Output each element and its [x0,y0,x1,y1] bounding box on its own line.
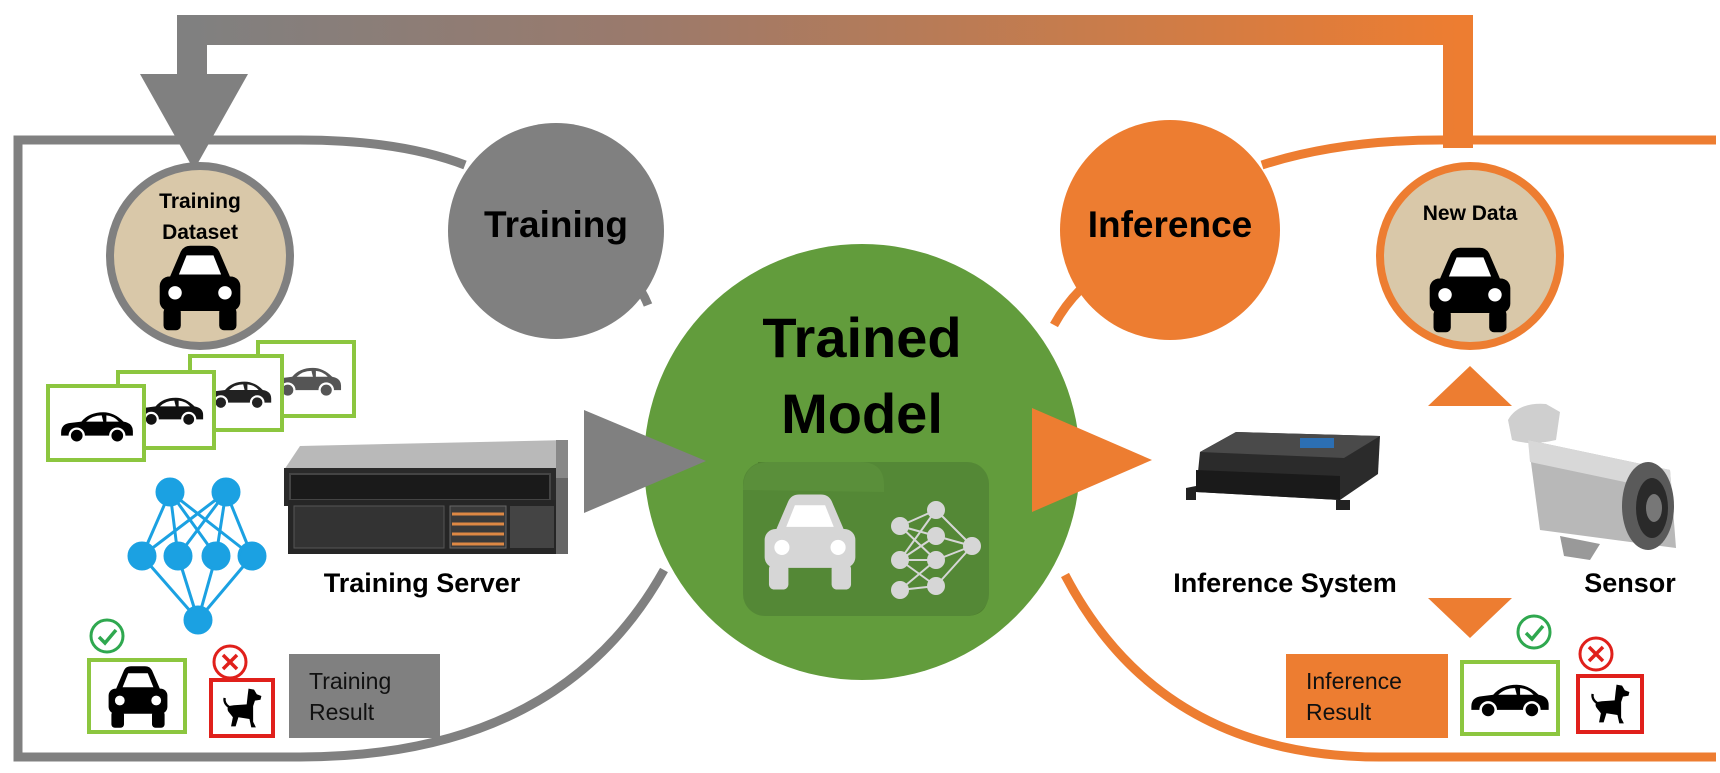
trained-model-line1: Trained [762,306,962,369]
sensor-up-arrow [1428,366,1512,406]
check-icon [1516,614,1552,650]
training-server-label: Training Server [323,568,521,598]
training-result-icons [87,618,275,738]
inference-result-icons [1460,614,1644,736]
cross-icon [212,644,248,680]
cross-icon [1578,636,1614,672]
inference-phase-label: Inference [1087,204,1253,245]
inference-result-box: Inference Result [1286,654,1448,738]
trained-model-line2: Model [781,382,943,445]
camera-icon [1508,403,1676,560]
training-dataset-line1: Training [159,190,241,213]
check-icon [89,618,125,654]
training-dataset-line2: Dataset [162,221,238,244]
inference-system-label: Inference System [1173,568,1397,598]
training-dataset-node [106,162,294,350]
training-phase-label: Training [484,204,628,245]
feedback-arrow [140,15,1473,170]
training-image-stack [46,340,356,462]
inference-phase-circle [1060,120,1280,340]
training-phase-circle [448,123,664,339]
training-server-icon [284,440,568,554]
training-result-line1: Training [309,668,392,694]
inference-system-icon [1186,432,1380,510]
new-data-label: New Data [1422,202,1518,225]
training-result-line2: Result [309,699,375,725]
inference-result-line2: Result [1306,699,1372,725]
neural-network-icon [127,477,267,635]
model-to-inference-arrow [1032,408,1152,512]
result-down-arrow [1428,598,1512,638]
trained-model-label: Trained Model [712,300,1012,452]
training-dataset-label: Training Dataset [120,186,280,248]
inference-loop-frame [1050,135,1716,762]
training-result-box: Training Result [289,654,440,738]
training-to-model-arrow [584,410,706,513]
new-data-node [1376,162,1564,350]
model-folder-icon [743,462,989,616]
model-network-icon [891,501,981,599]
inference-result-line1: Inference [1306,668,1402,694]
sensor-label: Sensor [1584,568,1676,598]
